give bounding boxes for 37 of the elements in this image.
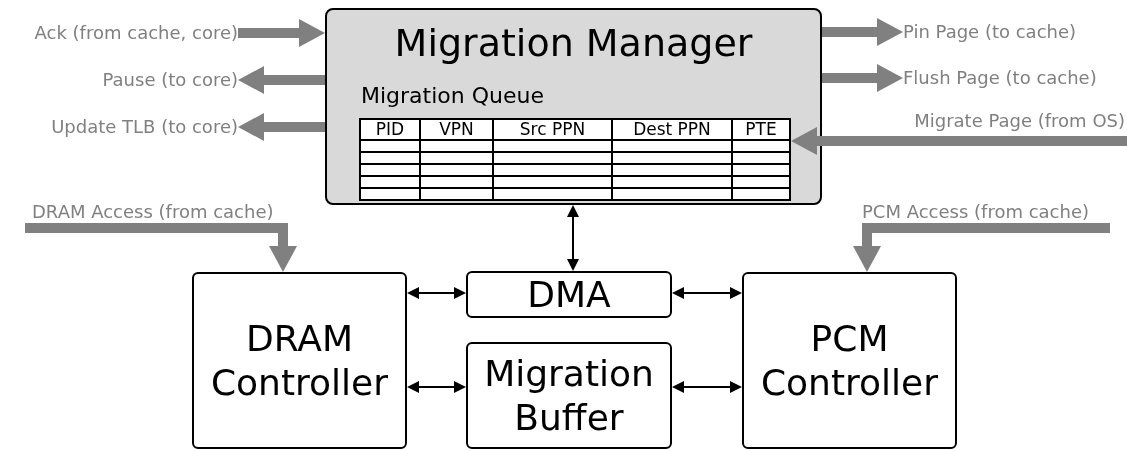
column-header: PID xyxy=(375,119,405,139)
buffer-box xyxy=(466,342,672,449)
arrow xyxy=(822,64,903,92)
edge-label: PCM Access (from cache) xyxy=(862,201,1089,223)
edge-label: Migrate Page (from OS) xyxy=(914,110,1125,132)
column-header: VPN xyxy=(439,119,474,139)
arrow xyxy=(25,223,297,272)
signal-label: Update TLB (to core) xyxy=(51,115,238,139)
arrow xyxy=(672,287,742,299)
signal-label: Pin Page (to cache) xyxy=(903,20,1077,44)
arrow xyxy=(567,205,579,271)
signal-label: Pause (to core) xyxy=(102,68,238,92)
controller-box xyxy=(192,272,407,449)
column-header: PTE xyxy=(745,119,777,139)
arrow xyxy=(407,381,466,393)
box-title: Migration Manager xyxy=(394,20,753,66)
edge-label: DRAM Access (from cache) xyxy=(32,201,274,223)
arrow xyxy=(238,113,325,141)
arrow xyxy=(238,66,325,94)
arrow xyxy=(238,19,325,47)
table-heading: Migration Queue xyxy=(361,83,545,109)
column-header: Dest PPN xyxy=(633,119,711,139)
manager-box xyxy=(325,8,822,205)
controller-box xyxy=(742,272,957,449)
arrow xyxy=(853,223,1110,272)
box-label: DMA xyxy=(527,272,611,317)
box-label: DRAM Controller xyxy=(209,316,390,405)
box-label: Migration Buffer xyxy=(483,351,655,440)
box-label: PCM Controller xyxy=(759,316,940,405)
signal-label: Ack (from cache, core) xyxy=(34,21,238,45)
arrow xyxy=(672,381,742,393)
dma-box xyxy=(466,271,672,318)
column-header: Src PPN xyxy=(519,119,586,139)
arrow xyxy=(407,287,466,299)
arrow xyxy=(791,127,1127,155)
signal-label: Flush Page (to cache) xyxy=(903,66,1097,90)
arrow xyxy=(822,18,903,46)
